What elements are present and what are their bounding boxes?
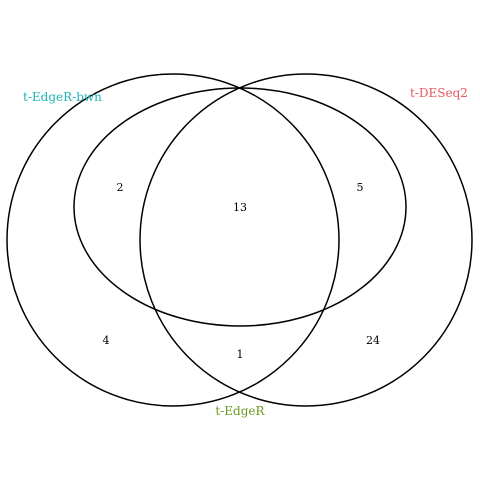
region-count-all-three: 13 (233, 201, 247, 214)
set-ellipse-t-edger-bwn (6, 73, 340, 407)
set-ellipse-t-edger (73, 87, 407, 327)
set-ellipse-t-deseq2 (139, 73, 473, 407)
region-count-t-deseq2-only: 24 (366, 334, 380, 347)
region-count-t-edger-bwn-and-t-edger: 2 (117, 181, 124, 194)
set-label-t-edger-bwn: t-EdgeR-bwn (23, 90, 102, 104)
set-label-t-deseq2: t-DESeq2 (410, 86, 468, 100)
region-count-t-edger-bwn-and-t-deseq2: 1 (237, 348, 244, 361)
set-label-t-edger: t-EdgeR (215, 404, 265, 418)
region-count-t-edger-and-t-deseq2: 5 (357, 181, 364, 194)
region-count-t-edger-bwn-only: 4 (103, 334, 110, 347)
